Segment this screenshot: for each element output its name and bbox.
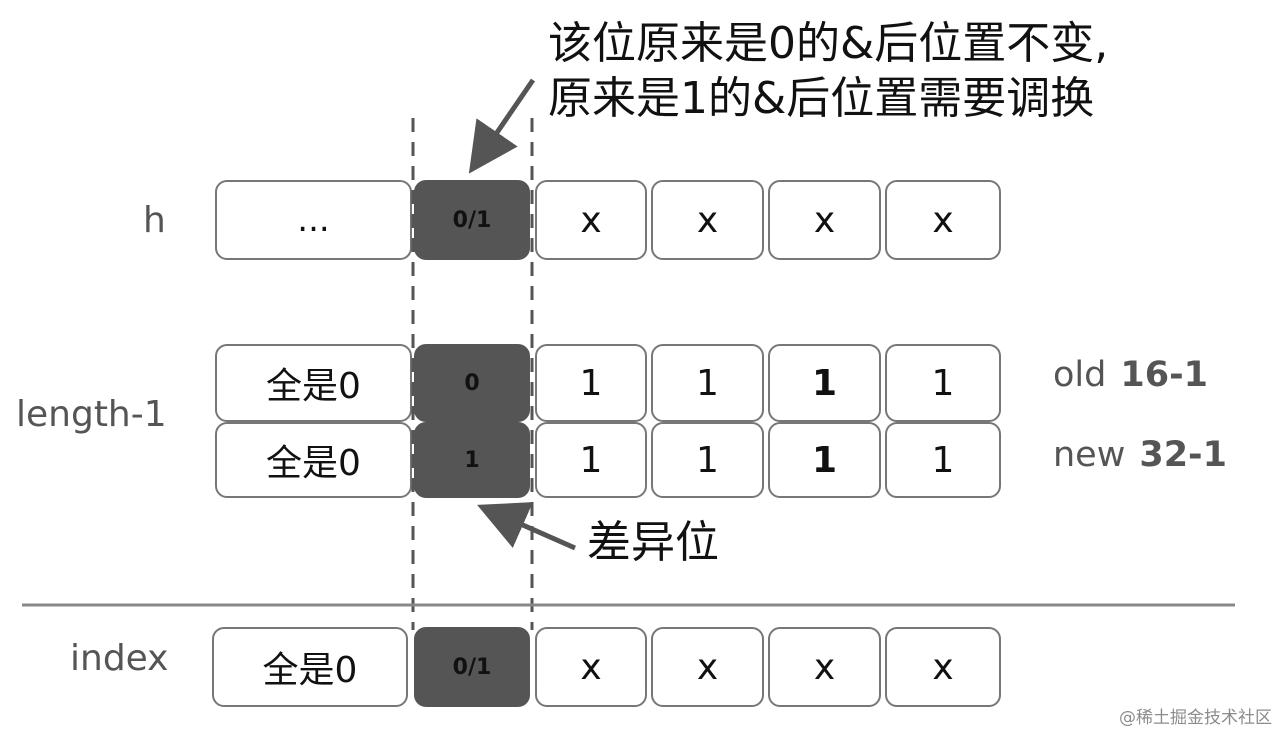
new-cell-3: 1 [651,422,764,498]
row-label-index: index [70,638,169,679]
new-cell-0: 全是0 [215,422,412,498]
watermark: @稀土掘金技术社区 [1119,708,1272,728]
index-cell-0: 全是0 [212,627,408,707]
old-cell-4: 1 [768,344,881,422]
old-cell-3: 1 [651,344,764,422]
new-value: 32-1 [1139,435,1227,475]
row-label-h: h [143,200,166,241]
old-cell-2: 1 [535,344,647,422]
new-cell-1-highlight: 1 [414,422,530,498]
index-cell-2: x [535,627,647,707]
new-cell-2: 1 [535,422,647,498]
index-cell-5: x [885,627,1001,707]
new-tag: new [1053,435,1126,475]
old-mask-label: old 16-1 [1053,355,1208,395]
diff-bit-callout: 差异位 [587,517,719,568]
index-cell-3: x [651,627,764,707]
index-cell-4: x [768,627,881,707]
h-cell-3: x [651,180,764,260]
old-tag: old [1053,355,1107,395]
new-cell-4: 1 [768,422,881,498]
diff-bit-arrow [477,502,577,551]
old-value: 16-1 [1120,355,1208,395]
h-cell-2: x [535,180,647,260]
old-cell-1-highlight: 0 [414,344,530,422]
new-cell-5: 1 [885,422,1001,498]
h-cell-5: x [885,180,1001,260]
index-cell-1-highlight: 0/1 [414,627,530,707]
top-callout-line-2: 原来是1的&后位置需要调换 [548,73,1095,124]
h-cell-0: ... [215,180,412,260]
top-callout: 该位原来是0的&后位置不变, 原来是1的&后位置需要调换 [548,16,1108,126]
h-cell-4: x [768,180,881,260]
top-callout-line-1: 该位原来是0的&后位置不变, [548,18,1109,69]
top-callout-arrow [468,78,536,174]
h-cell-1-highlight: 0/1 [414,180,530,260]
row-label-length-minus-1: length-1 [16,394,167,435]
old-cell-0: 全是0 [215,344,412,422]
new-mask-label: new 32-1 [1053,435,1227,475]
old-cell-5: 1 [885,344,1001,422]
